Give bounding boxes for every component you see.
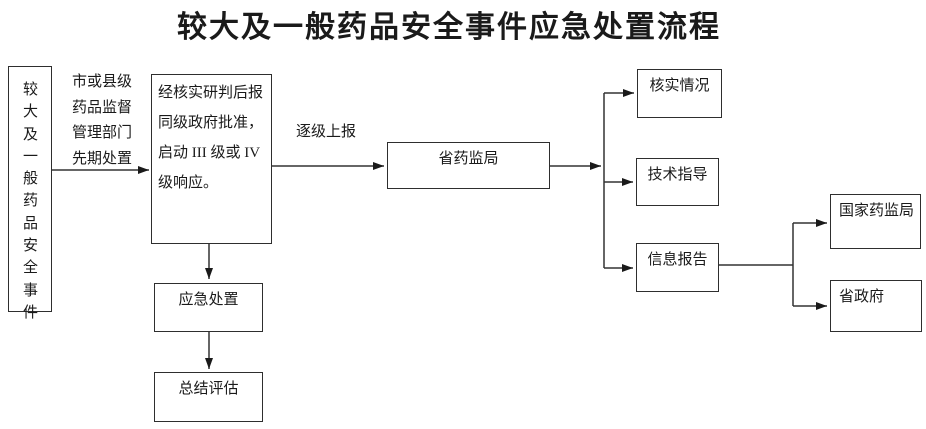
province-gov-box: 省政府 — [830, 280, 922, 332]
info-report-box: 信息报告 — [636, 243, 719, 292]
province-bureau-box: 省药监局 — [387, 142, 550, 189]
diagram-title: 较大及一般药品安全事件应急处置流程 — [177, 11, 721, 44]
guidance-box: 技术指导 — [636, 158, 719, 206]
evaluate-box: 总结评估 — [154, 372, 263, 422]
event-source-box: 较大及一般药品安全事件 — [8, 66, 52, 321]
escalate-label: 逐级上报 — [296, 124, 357, 140]
verify-box: 核实情况 — [637, 69, 722, 118]
pre-dispose-label: 市或县级 药品监督 管理部门 先期处置 — [72, 74, 133, 167]
national-bureau-box: 国家药监局 — [830, 194, 921, 249]
approval-box: 经核实研判后报 同级政府批准， 启动 III 级或 IV 级响应。 — [151, 74, 272, 244]
dispose-box: 应急处置 — [154, 283, 263, 332]
